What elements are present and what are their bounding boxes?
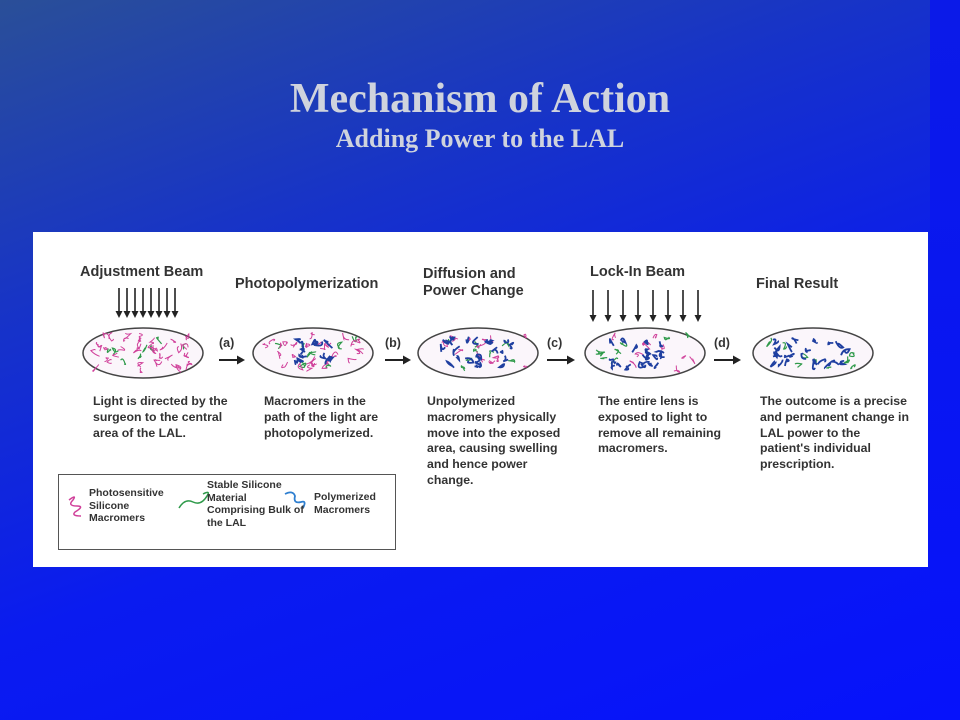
stage-title-final-result: Final Result	[756, 276, 839, 292]
step-label-c: (c)	[547, 336, 563, 350]
step-label-a: (a)	[219, 336, 235, 350]
step-label-d: (d)	[714, 336, 730, 350]
lock-in-beam-arrowhead-1	[589, 315, 597, 322]
step-arrow-d-head	[733, 355, 741, 365]
step-arrow-b-head	[403, 355, 411, 365]
lock-in-beam-arrowhead-2	[604, 315, 612, 322]
adjustment-beam-arrowhead-5	[147, 311, 155, 318]
legend-icon-photosensitive	[68, 496, 82, 517]
adjustment-beam-arrowhead-4	[139, 311, 147, 318]
lock-in-beam-arrowhead-7	[679, 315, 687, 322]
legend-label-polymerized: Polymerized Macromers	[314, 491, 376, 516]
slide-subtitle: Adding Power to the LAL	[335, 124, 625, 153]
legend-label-photosensitive: Photosensitive Silicone Macromers	[89, 487, 164, 524]
legend-icon-stable	[178, 491, 210, 509]
adjustment-beam-arrowhead-2	[123, 311, 131, 318]
stage-title-photopolymerization: Photopolymerization	[235, 276, 379, 292]
adjustment-beam-arrowhead-8	[171, 311, 179, 318]
stage-title-adjustment-beam: Adjustment Beam	[80, 264, 204, 280]
lens-2	[252, 327, 374, 379]
legend-box: Photosensitive Silicone Macromers Stable…	[58, 474, 396, 550]
diagram-drawing	[68, 288, 874, 517]
stage-desc-final-result: The outcome is a precise and permanent c…	[760, 394, 909, 472]
stage-title-lock-in-beam: Lock-In Beam	[590, 264, 686, 280]
lock-in-beam-arrowhead-3	[619, 315, 627, 322]
step-arrow-c-head	[567, 355, 575, 365]
stage-desc-adjustment-beam: Light is directed by the surgeon to the …	[93, 394, 228, 440]
slide-header: Mechanism of Action Adding Power to the …	[0, 74, 960, 154]
lock-in-beam-arrowhead-6	[664, 315, 672, 322]
step-label-b: (b)	[385, 336, 401, 350]
lock-in-beam-arrowhead-4	[634, 315, 642, 322]
lens-2-macromers	[262, 331, 364, 372]
adjustment-beam-arrowhead-7	[163, 311, 171, 318]
legend-label-stable: Stable Silicone Material Comprising Bulk…	[207, 479, 304, 529]
lens-3-macromers	[439, 333, 528, 372]
lens-5-macromers	[766, 337, 856, 371]
slide-title: Mechanism of Action	[289, 76, 671, 122]
legend-icon-polymerized	[284, 491, 306, 509]
lock-in-beam-arrowhead-5	[649, 315, 657, 322]
stage-desc-diffusion: Unpolymerized macromers physically move …	[427, 394, 561, 487]
diagram-panel: Adjustment Beam Photopolymerization Diff…	[33, 232, 928, 567]
lens-4-macromers	[595, 331, 696, 373]
lock-in-beam-arrowhead-8	[694, 315, 702, 322]
stage-desc-photopolymerization: Macromers in the path of the light are p…	[264, 394, 379, 440]
stage-title-diffusion: Diffusion and Power Change	[423, 266, 524, 299]
adjustment-beam-arrowhead-1	[115, 311, 123, 318]
background-strip	[930, 0, 960, 720]
step-arrow-a-head	[237, 355, 245, 365]
adjustment-beam-arrowhead-6	[155, 311, 163, 318]
lens-5	[752, 327, 874, 379]
stage-desc-lock-in-beam: The entire lens is exposed to light to r…	[598, 394, 722, 456]
lens-3	[417, 327, 539, 379]
lens-1-macromers	[90, 332, 193, 374]
adjustment-beam-arrowhead-3	[131, 311, 139, 318]
